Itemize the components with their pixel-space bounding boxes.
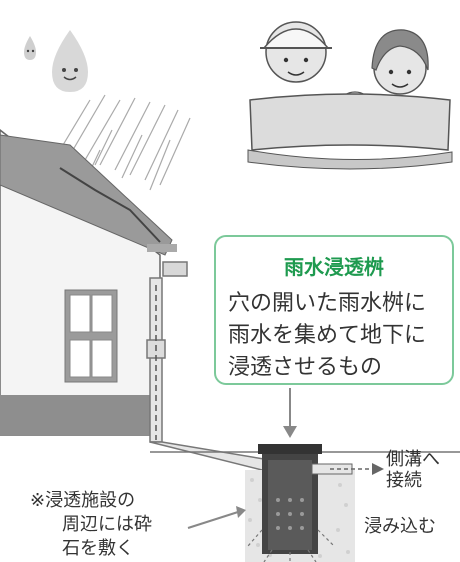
small-raindrop-character <box>24 36 36 60</box>
gravel-note-line: 石を敷く <box>62 538 134 559</box>
gravel-note-line: ※浸透施設の <box>30 490 136 511</box>
house-window <box>64 289 118 383</box>
soak-label: 浸み込む <box>364 516 436 537</box>
drain-label-line: 側溝へ <box>386 449 440 470</box>
callout-line: 浸透させるもの <box>228 355 383 380</box>
callout-title: 雨水浸透桝 <box>284 255 384 279</box>
callout-line: 雨水を集めて地下に <box>228 323 427 348</box>
seepage-arrows <box>247 529 335 562</box>
large-raindrop-character <box>52 30 88 92</box>
callout-pointer-arrow <box>283 388 297 438</box>
drain-label-line: 接続 <box>386 470 422 491</box>
callout-line: 穴の開いた雨水桝に <box>228 291 427 316</box>
infiltration-basin-callout: 雨水浸透桝 穴の開いた雨水桝に 雨水を集めて地下に 浸透させるもの <box>214 235 454 385</box>
gravel-note-line: 周辺には砕 <box>62 514 152 535</box>
workers-reading-plan <box>247 21 453 170</box>
house <box>0 129 177 436</box>
infiltration-basin <box>258 444 353 554</box>
drain-arrow <box>330 463 384 475</box>
downspout <box>146 261 284 473</box>
note-pointer-arrow <box>187 506 246 529</box>
